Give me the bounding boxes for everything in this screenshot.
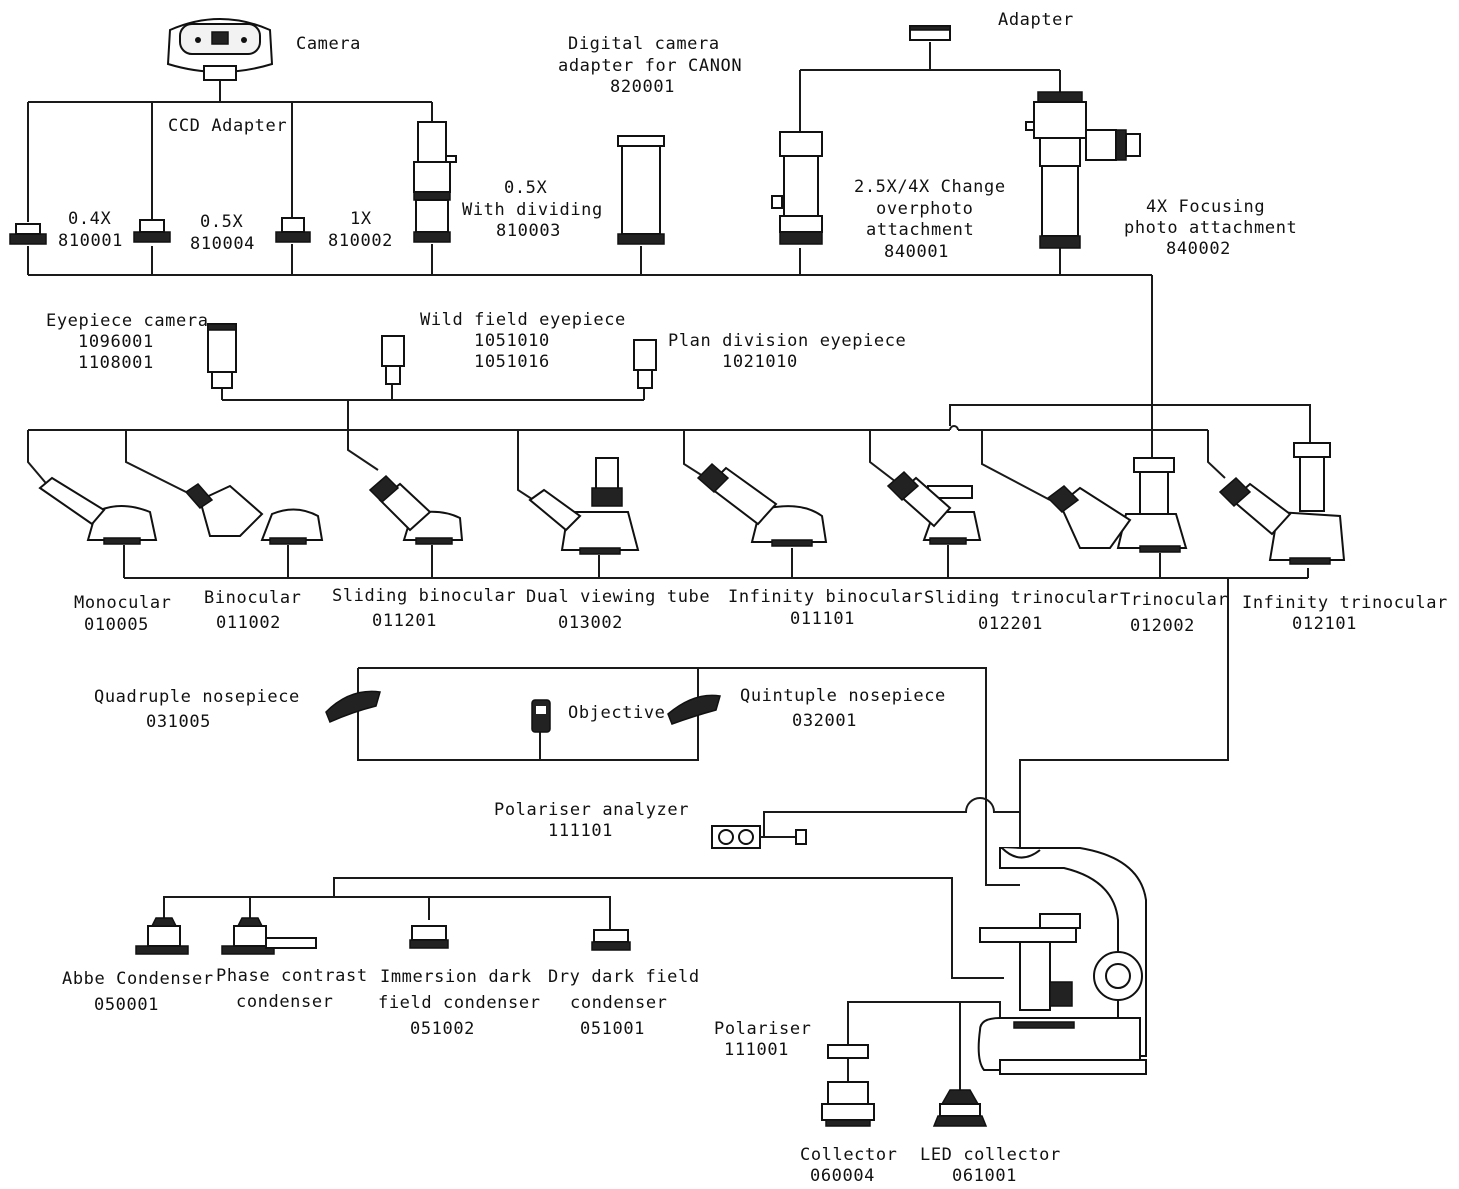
- head-code: 011002: [216, 613, 281, 633]
- adapter-magnification-label: 1X: [350, 209, 372, 229]
- head-label: Monocular: [74, 593, 172, 613]
- head-label: Sliding binocular: [332, 586, 516, 606]
- quintuple-nosepiece-label: Quintuple nosepiece: [740, 686, 946, 706]
- objective-icon: [531, 699, 551, 733]
- microscope-icon: [977, 847, 1147, 1075]
- focusing-attachment-label: 4X Focusing: [1146, 197, 1265, 217]
- head-code: 010005: [84, 615, 149, 635]
- change-attachment-label: overphoto: [876, 199, 974, 219]
- condenser-label: Phase contrast: [216, 966, 368, 986]
- condenser-icon: [135, 917, 631, 955]
- quadruple-nosepiece-label: Quadruple nosepiece: [94, 687, 300, 707]
- polariser-code: 111001: [724, 1040, 789, 1060]
- eyepiece-camera-code: 1096001: [78, 332, 154, 352]
- head-label: Binocular: [204, 588, 302, 608]
- led-collector-code: 061001: [952, 1166, 1017, 1186]
- nosepiece-icon: [325, 690, 721, 725]
- collector-code: 060004: [810, 1166, 875, 1186]
- collector-icon: [821, 1081, 875, 1127]
- condenser-label: Immersion dark: [380, 967, 532, 987]
- focusing-attachment-icon: [1025, 91, 1141, 249]
- change-attachment-label: attachment: [866, 220, 974, 240]
- head-label: Trinocular: [1120, 590, 1228, 610]
- objective-label: Objective: [568, 703, 666, 723]
- canon-adapter-label: adapter for CANON: [558, 56, 742, 76]
- canon-adapter-icon: [617, 135, 665, 245]
- wild-field-eyepiece-label: Wild field eyepiece: [420, 310, 626, 330]
- eyepiece-camera-label: Eyepiece camera: [46, 311, 209, 331]
- head-icon: [38, 442, 1346, 565]
- adapter-code-label: 810001: [58, 231, 123, 251]
- plan-division-eyepiece-code: 1021010: [722, 352, 798, 372]
- adapter-code-label: 810004: [190, 234, 255, 254]
- head-label: Infinity trinocular: [1242, 593, 1448, 613]
- head-code: 012101: [1292, 614, 1357, 634]
- adapter-label: Adapter: [998, 10, 1074, 30]
- polariser-analyzer-code: 111101: [548, 821, 613, 841]
- head-code: 011101: [790, 609, 855, 629]
- condenser-label: field condenser: [378, 993, 541, 1013]
- change-attachment-code: 840001: [884, 242, 949, 262]
- ccd-adapter-icon: [9, 121, 457, 245]
- condenser-code: 051001: [580, 1019, 645, 1039]
- connector-lines: [27, 42, 1311, 1090]
- head-label: Sliding trinocular: [924, 588, 1119, 608]
- head-code: 013002: [558, 613, 623, 633]
- condenser-code: 051002: [410, 1019, 475, 1039]
- canon-adapter-code: 820001: [610, 77, 675, 97]
- quadruple-nosepiece-code: 031005: [146, 712, 211, 732]
- head-label: Infinity binocular: [728, 587, 923, 607]
- camera-icon: [166, 18, 274, 81]
- eyepiece-icon: [207, 323, 657, 389]
- condenser-label: Dry dark field: [548, 967, 700, 987]
- adapter-description-label: With dividing: [462, 200, 603, 220]
- plan-division-eyepiece-label: Plan division eyepiece: [668, 331, 906, 351]
- change-attachment-label: 2.5X/4X Change: [854, 177, 1006, 197]
- condenser-code: 050001: [94, 995, 159, 1015]
- head-label: Dual viewing tube: [526, 587, 710, 607]
- wild-field-eyepiece-code: 1051016: [474, 352, 550, 372]
- change-attachment-icon: [771, 131, 823, 245]
- collector-label: Collector: [800, 1145, 898, 1165]
- camera-label: Camera: [296, 34, 361, 54]
- wild-field-eyepiece-code: 1051010: [474, 331, 550, 351]
- polariser-analyzer-icon: [711, 825, 807, 849]
- ccd-adapter-label: CCD Adapter: [168, 116, 287, 136]
- condenser-label: Abbe Condenser: [62, 969, 214, 989]
- polariser-analyzer-label: Polariser analyzer: [494, 800, 689, 820]
- canon-adapter-label: Digital camera: [568, 34, 720, 54]
- adapter-magnification-label: 0.5X: [200, 212, 244, 232]
- condenser-label: condenser: [236, 992, 334, 1012]
- led-collector-label: LED collector: [920, 1145, 1061, 1165]
- quintuple-nosepiece-code: 032001: [792, 711, 857, 731]
- head-code: 012201: [978, 614, 1043, 634]
- eyepiece-camera-code: 1108001: [78, 353, 154, 373]
- led-collector-icon: [932, 1089, 988, 1127]
- adapter-code-label: 810003: [496, 221, 561, 241]
- focusing-attachment-code: 840002: [1166, 239, 1231, 259]
- condenser-label: condenser: [570, 993, 668, 1013]
- polariser-icon: [827, 1044, 869, 1059]
- adapter-code-label: 810002: [328, 231, 393, 251]
- adapter-magnification-label: 0.5X: [504, 178, 548, 198]
- head-code: 012002: [1130, 616, 1195, 636]
- adapter-icon: [909, 25, 951, 41]
- adapter-magnification-label: 0.4X: [68, 209, 112, 229]
- focusing-attachment-label: photo attachment: [1124, 218, 1297, 238]
- polariser-label: Polariser: [714, 1019, 812, 1039]
- diagram-labels: Camera CCD Adapter 0.4X 810001 0.5X 8100…: [46, 10, 1448, 1186]
- head-code: 011201: [372, 611, 437, 631]
